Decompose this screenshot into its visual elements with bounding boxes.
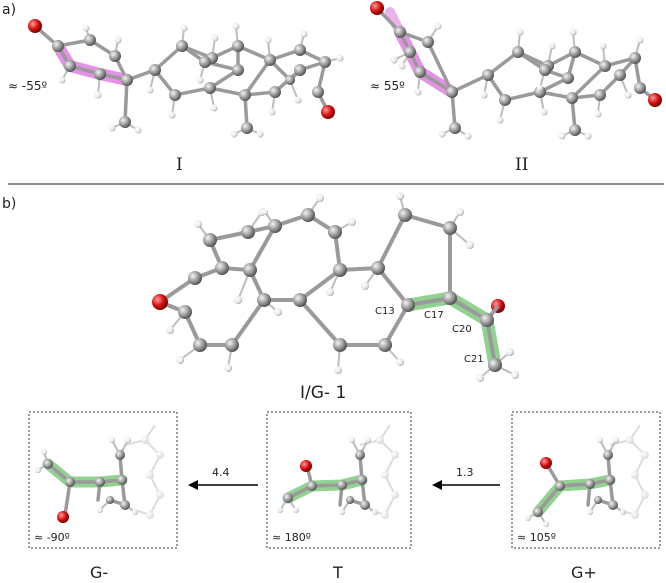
molecule-ii [370,1,662,140]
atom-label-c21: C21 [464,354,484,365]
molecule-i-caption: I [176,155,183,175]
arrow-t-to-gminus [188,480,258,490]
main-molecule [152,192,519,382]
arrow-gplus-to-t-label: 1.3 [456,466,474,479]
molecule-ii-caption: II [515,155,528,175]
conformer-gplus-name: G+ [571,563,597,582]
conformer-box-gminus [28,411,178,549]
atom-label-c13: C13 [375,306,395,317]
conformer-gminus-angle: ≈ -90º [34,531,70,544]
conformer-t-name: T [332,563,343,582]
arrow-t-to-gminus-label: 4.4 [212,466,230,479]
panel-a-label: a) [2,2,16,18]
conformer-box-t [266,411,412,549]
atom-label-c20: C20 [452,324,472,335]
conformer-box-gplus [511,411,661,549]
molecule-i-angle: ≈ -55º [8,79,47,93]
molecule-i [28,19,344,138]
conformer-gplus-angle: ≈ 105º [517,531,556,544]
atom-label-c17: C17 [424,310,444,321]
conformer-t-angle: ≈ 180º [272,531,311,544]
main-molecule-caption: I/G- 1 [300,383,346,403]
panel-b-label: b) [2,196,16,212]
molecule-ii-angle: ≈ 55º [370,79,405,93]
arrow-gplus-to-t [432,480,500,490]
conformer-gminus-name: G- [90,563,108,582]
